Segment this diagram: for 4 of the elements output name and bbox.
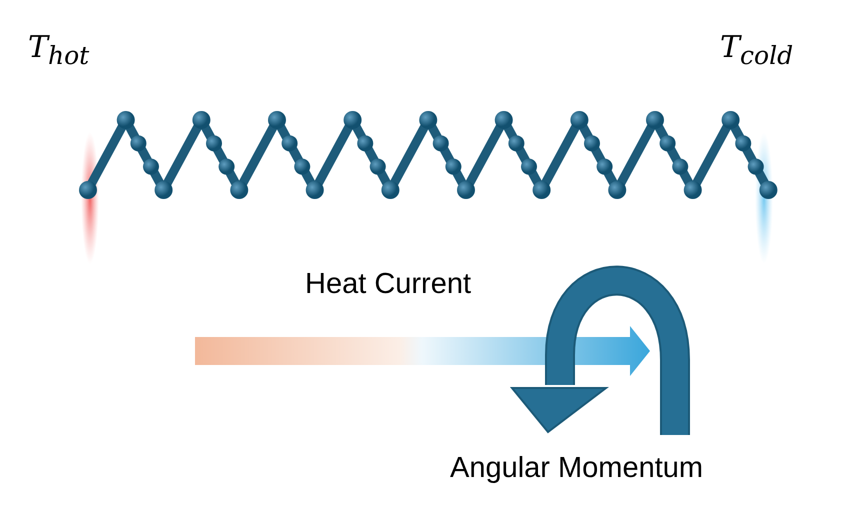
arrow-caption: Heat Current [305,268,472,301]
temperature-label: T$_{cold}$ [720,30,794,70]
arrow-caption: Angular Momentum [450,452,704,485]
temperature-label: T$_{hot}$ [28,30,90,70]
